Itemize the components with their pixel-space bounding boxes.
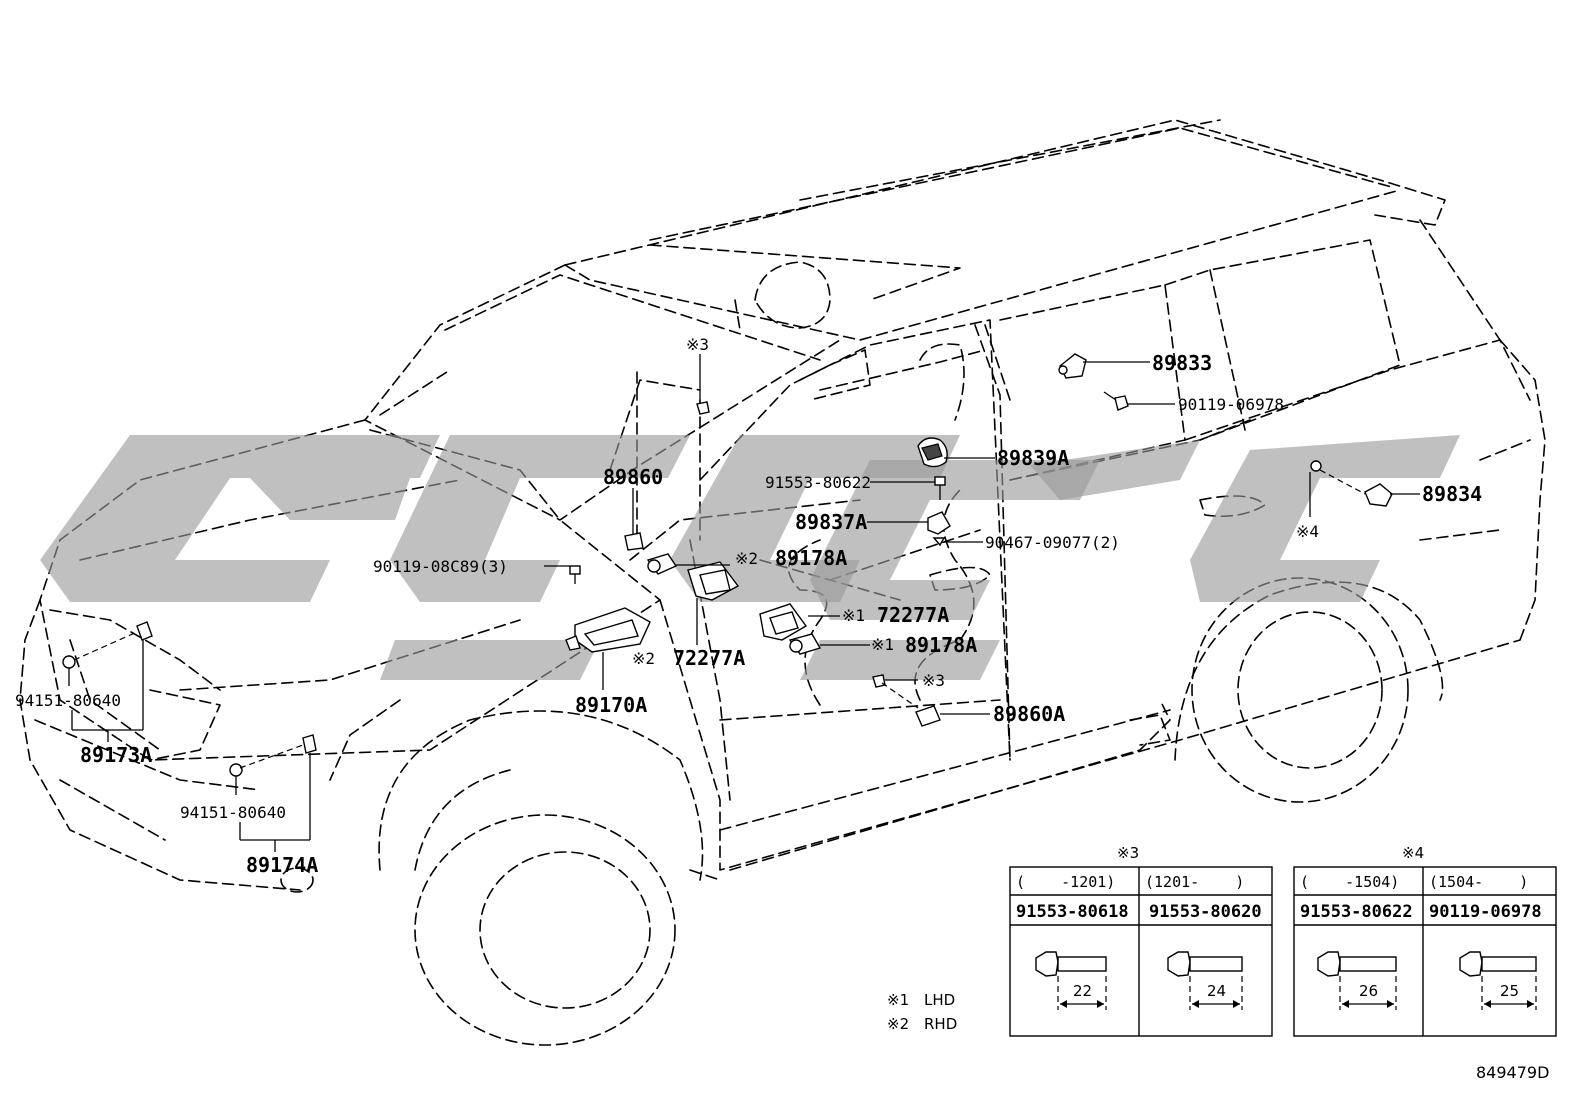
diagram-reference-code: 849479D xyxy=(1476,1063,1549,1082)
sensor-89178A-lhd-icon xyxy=(788,633,822,655)
clip-94151-a-icon xyxy=(62,655,76,669)
bracket-89837A-icon xyxy=(927,511,951,547)
screw-91553-80622-icon xyxy=(934,476,946,500)
callout-labels: 89833 90119-06978 89839A 91553-80622 898… xyxy=(15,335,1482,877)
mark-m2-upper: ※2 xyxy=(735,549,758,568)
table-m4-title: ※4 xyxy=(1402,844,1424,862)
label-89860A: 89860A xyxy=(993,702,1065,726)
table-m3-part-2: 91553-80620 xyxy=(1149,902,1262,922)
table-m3-part-1: 91553-80618 xyxy=(1016,902,1129,922)
sensor-89839A-icon xyxy=(917,437,948,468)
legend-text-2: RHD xyxy=(924,1015,957,1033)
label-89837A: 89837A xyxy=(795,510,867,534)
sensor-89173A-icon xyxy=(136,621,153,641)
vehicle-outline xyxy=(19,119,1546,1046)
sensor-89860-icon xyxy=(624,532,644,551)
bolt-sketch-icon xyxy=(1035,951,1107,1010)
table-m4-length-1: 26 xyxy=(1359,982,1378,1000)
legend: ※1 LHD ※2 RHD xyxy=(887,991,957,1033)
label-90467-09077: 90467-09077(2) xyxy=(985,533,1120,552)
mark-m1-mid: ※1 xyxy=(871,635,894,654)
label-89834: 89834 xyxy=(1422,482,1482,506)
bolt-table-m4: ※4 ( -1504) (1504- ) 91553-80622 90119-0… xyxy=(1293,844,1557,1037)
bracket-72277A-rhd-icon xyxy=(687,561,740,601)
legend-mark-1: ※1 xyxy=(887,991,909,1009)
legend-text-1: LHD xyxy=(924,991,955,1009)
legend-mark-2: ※2 xyxy=(887,1015,909,1033)
table-m4-length-2: 25 xyxy=(1500,982,1519,1000)
table-m4-range-1: ( -1504) xyxy=(1300,873,1399,891)
bolt-sketch-icon xyxy=(1167,951,1243,1010)
mark-m3-upper: ※3 xyxy=(686,335,709,354)
sensor-89860A-icon xyxy=(915,705,941,727)
mark-m1-upper: ※1 xyxy=(842,606,865,625)
label-89174A: 89174A xyxy=(246,853,318,877)
table-m3-title: ※3 xyxy=(1117,844,1139,862)
watermark-logo xyxy=(40,435,1460,680)
table-m3-range-1: ( -1201) xyxy=(1016,873,1115,891)
label-94151-80640-a: 94151-80640 xyxy=(15,691,121,710)
table-m4-range-2: (1504- ) xyxy=(1429,873,1528,891)
table-m4-part-1: 91553-80622 xyxy=(1300,902,1413,922)
label-91553-80622: 91553-80622 xyxy=(765,473,871,492)
label-89173A: 89173A xyxy=(80,743,152,767)
bolt-table-m3: ※3 ( -1201) (1201- ) 91553-80618 91553-8… xyxy=(1009,844,1273,1037)
parts-glyphs xyxy=(62,353,1393,777)
bracket-72277A-lhd-icon xyxy=(759,603,808,641)
label-94151-80640-b: 94151-80640 xyxy=(180,803,286,822)
bolt-90119-08C89-icon xyxy=(569,565,581,584)
label-72277A-lhd: 72277A xyxy=(877,603,949,627)
mark-m2-lower: ※2 xyxy=(632,649,655,668)
table-m3-range-2: (1201- ) xyxy=(1145,873,1244,891)
label-89170A: 89170A xyxy=(575,693,647,717)
clip-m3-lower-icon xyxy=(872,674,886,688)
label-89178A-rhd: 89178A xyxy=(775,546,847,570)
clip-rear-icon xyxy=(1310,460,1322,472)
sensor-89833-icon xyxy=(1058,353,1087,379)
clip-94151-b-icon xyxy=(229,763,243,777)
label-89839A: 89839A xyxy=(997,446,1069,470)
bolt-sketch-icon xyxy=(1317,951,1397,1010)
mark-m4: ※4 xyxy=(1296,522,1319,541)
sensor-89174A-icon xyxy=(302,734,317,754)
label-90119-06978: 90119-06978 xyxy=(1178,395,1284,414)
leader-lines xyxy=(68,354,1420,852)
module-89170A-icon xyxy=(565,607,651,653)
label-89833: 89833 xyxy=(1152,351,1212,375)
sensor-89178A-rhd-icon xyxy=(646,553,678,575)
label-90119-08C89: 90119-08C89(3) xyxy=(373,557,508,576)
bolt-sketch-icon xyxy=(1459,951,1537,1010)
table-m3-length-1: 22 xyxy=(1073,982,1092,1000)
sensor-89834-icon xyxy=(1364,483,1393,507)
mark-m3-lower: ※3 xyxy=(922,671,945,690)
table-m3-length-2: 24 xyxy=(1207,982,1226,1000)
clip-m3-upper-icon xyxy=(696,401,710,415)
table-m4-part-2: 90119-06978 xyxy=(1429,902,1542,922)
label-72277A-rhd: 72277A xyxy=(673,646,745,670)
label-89860: 89860 xyxy=(603,465,663,489)
label-89178A-lhd: 89178A xyxy=(905,633,977,657)
bolt-90119-06978-icon xyxy=(1103,391,1129,411)
